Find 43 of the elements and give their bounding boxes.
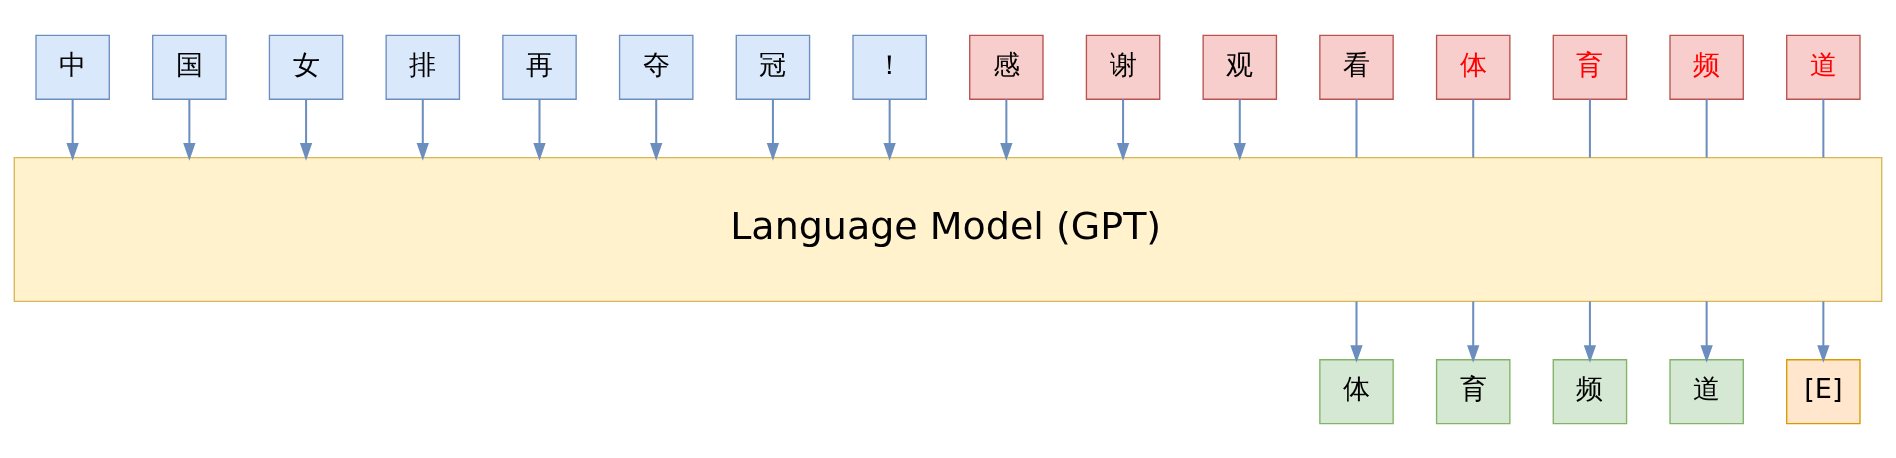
node-box: 道: [1669, 358, 1744, 424]
arrow: [1700, 300, 1713, 363]
arrow: [299, 98, 313, 161]
node-box: 夺: [618, 34, 694, 100]
arrow: [766, 98, 780, 161]
connector: [1472, 98, 1475, 158]
connector: [1588, 98, 1591, 158]
arrow: [66, 98, 79, 161]
node-box: Language Model (GPT): [13, 156, 1883, 302]
node-box: [E]: [1786, 358, 1861, 424]
node-box: 谢: [1085, 34, 1161, 100]
node-box: 冠: [735, 34, 811, 100]
node-box: 感: [969, 34, 1044, 100]
node-box: ！: [852, 34, 927, 100]
arrow: [1116, 98, 1130, 161]
connector: [1705, 98, 1708, 158]
arrow: [416, 98, 429, 161]
arrow: [1350, 300, 1363, 363]
node-box: 育: [1435, 358, 1511, 424]
node-box: 体: [1435, 34, 1511, 100]
arrow: [183, 98, 196, 161]
arrow: [1233, 98, 1246, 161]
node-box: 育: [1552, 34, 1628, 100]
arrow: [883, 98, 896, 161]
node-box: 看: [1319, 34, 1394, 100]
arrow: [1817, 300, 1830, 363]
arrow: [1000, 98, 1013, 161]
node-box: 体: [1319, 358, 1394, 424]
node-box: 国: [152, 34, 227, 100]
node-box: 道: [1786, 34, 1861, 100]
node-box: 女: [268, 34, 344, 100]
node-box: 排: [385, 34, 461, 100]
arrow: [1467, 300, 1480, 363]
node-box: 再: [502, 34, 577, 100]
arrow: [1583, 300, 1597, 363]
node-box: 观: [1202, 34, 1278, 100]
node-box: 中: [35, 34, 110, 100]
node-box: 频: [1552, 358, 1628, 424]
arrow: [533, 98, 546, 161]
connector: [1355, 98, 1358, 158]
connector: [1822, 98, 1825, 158]
node-box: 频: [1669, 34, 1744, 100]
arrow: [650, 98, 663, 161]
